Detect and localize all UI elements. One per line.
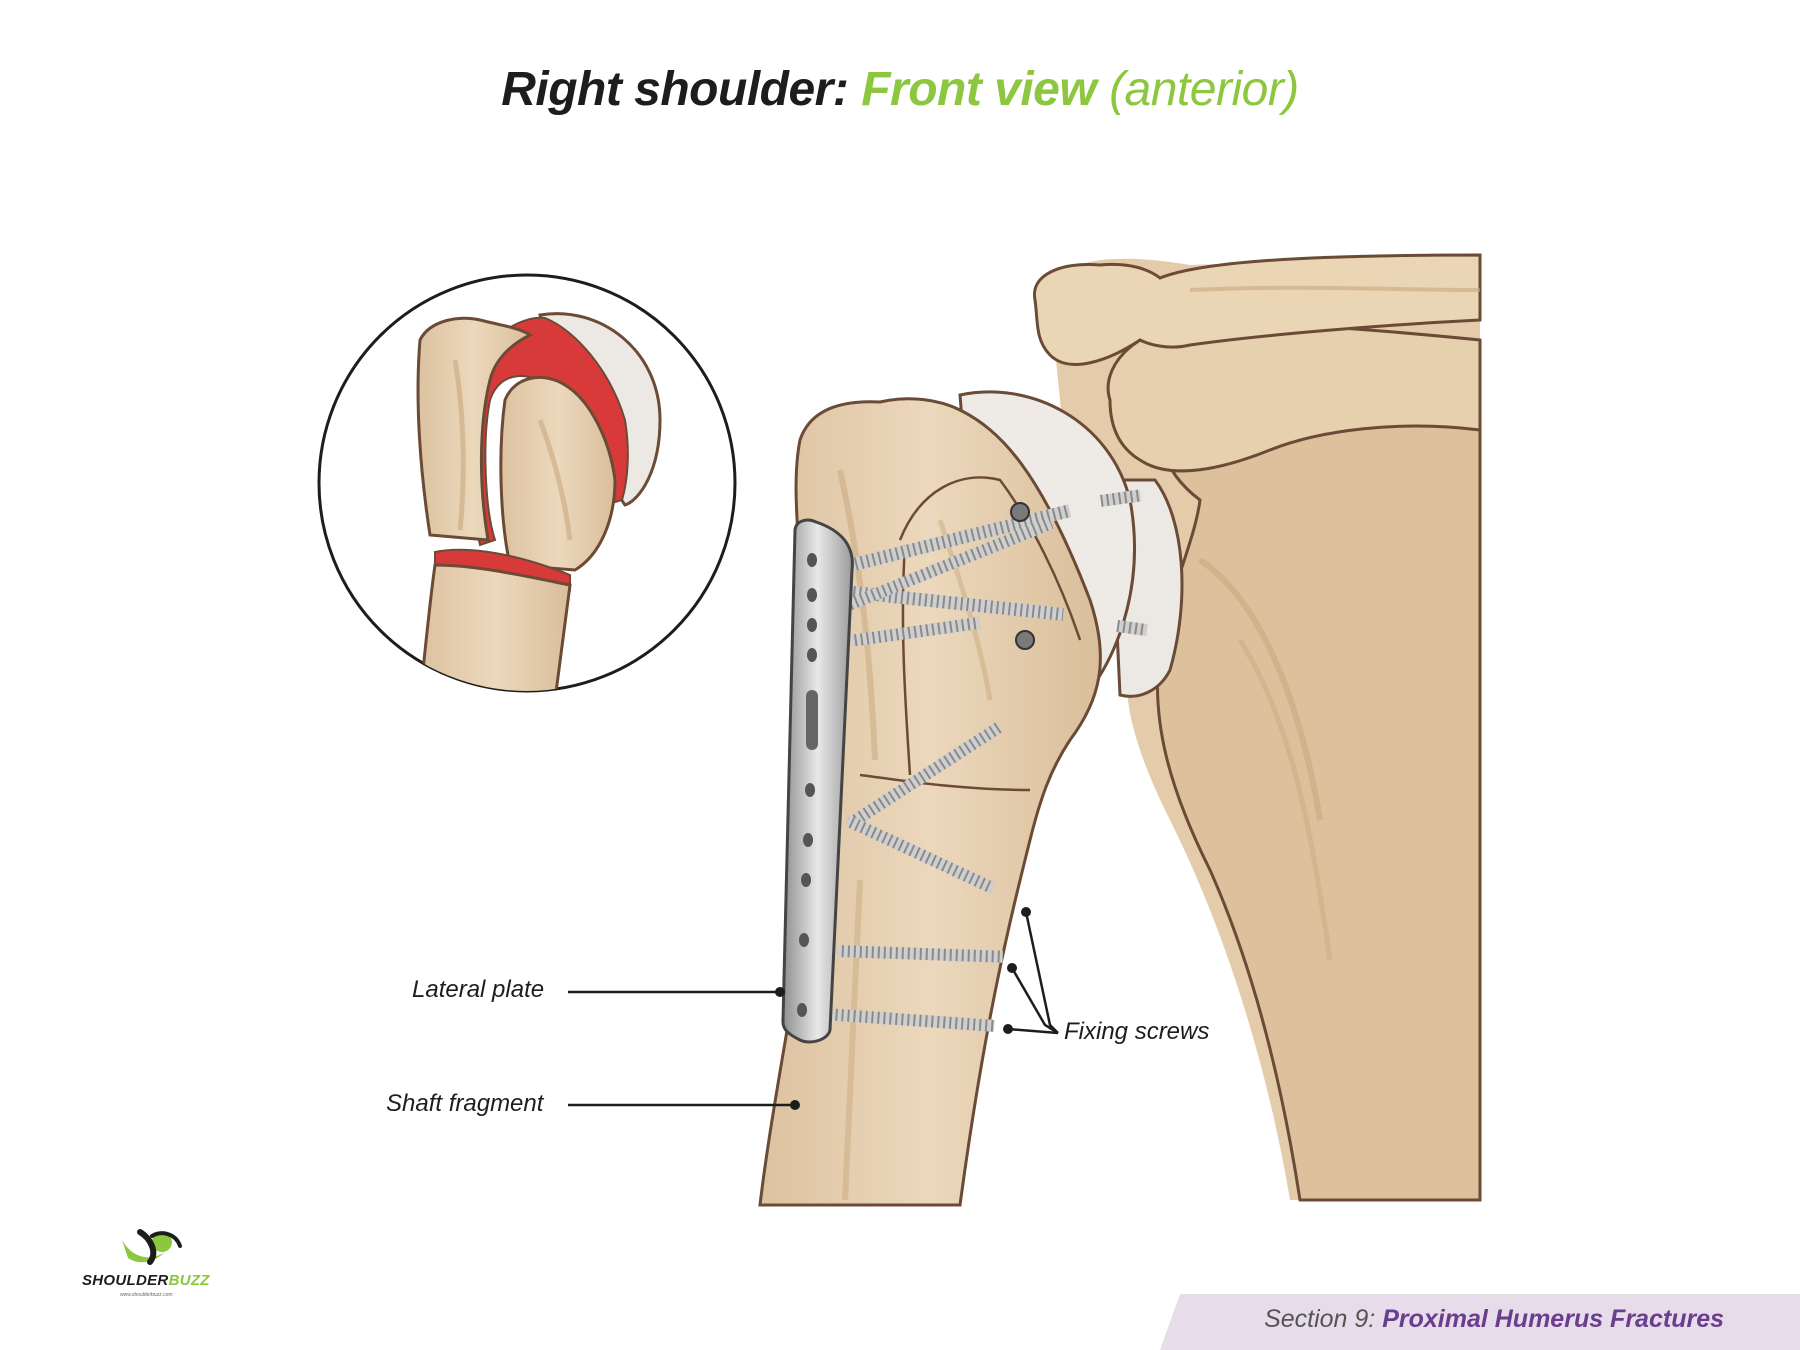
leader-lines: [568, 907, 1059, 1110]
logo-brand-a: SHOULDER: [82, 1272, 169, 1289]
title-part-3: (anterior): [1109, 63, 1299, 116]
label-lateral-plate: Lateral plate: [412, 976, 545, 1003]
fracture-inset: [317, 273, 737, 693]
lateral-plate-pointer: [775, 987, 785, 997]
plate-hole: [801, 873, 811, 887]
title-colon: :: [832, 63, 849, 116]
screw: [850, 616, 981, 647]
logo-wordmark: SHOULDERBUZZ: [82, 1272, 210, 1289]
screw-tip: [1116, 620, 1148, 637]
plate-hole: [807, 588, 817, 602]
screw: [845, 721, 1003, 831]
footer-band: [1160, 1294, 1800, 1350]
screw: [845, 504, 1072, 573]
plate-hole: [807, 618, 817, 632]
page-title: Right shoulder: Front view (anterior): [0, 62, 1800, 117]
title-part-2: Front view: [861, 63, 1097, 116]
screw: [837, 944, 1003, 963]
screw-head: [1010, 502, 1030, 522]
screw: [824, 1008, 995, 1032]
footer-section-number: Section 9:: [1264, 1305, 1376, 1333]
clavicle: [1033, 253, 1482, 366]
plate-hole: [797, 1003, 807, 1017]
screw: [844, 517, 1054, 612]
fixing-screws-group: [824, 489, 1148, 1032]
logo-url: www.shoulderbuzz.com: [120, 1292, 173, 1298]
label-shaft-fragment: Shaft fragment: [386, 1090, 544, 1117]
footer-topic: Proximal Humerus Fractures: [1382, 1305, 1724, 1333]
screw: [843, 585, 1064, 621]
plate-hole: [799, 933, 809, 947]
screw-head: [1015, 630, 1035, 650]
shoulderbuzz-logo-mark: [122, 1229, 182, 1265]
label-fixing-screws: Fixing screws: [1064, 1018, 1210, 1045]
plate-slot: [806, 690, 818, 750]
screw: [844, 815, 996, 894]
title-part-1: Right shoulder: [501, 63, 833, 116]
plate-hole: [803, 833, 813, 847]
logo-brand-b: BUZZ: [168, 1272, 210, 1289]
footer-section: Section 9: Proximal Humerus Fractures: [1264, 1305, 1724, 1334]
lateral-plate: [781, 518, 854, 1044]
shaft-fragment-pointer: [790, 1100, 800, 1110]
plate-hole: [807, 553, 817, 567]
screw-tip: [1099, 489, 1142, 507]
plate-hole: [805, 783, 815, 797]
plate-hole: [807, 648, 817, 662]
